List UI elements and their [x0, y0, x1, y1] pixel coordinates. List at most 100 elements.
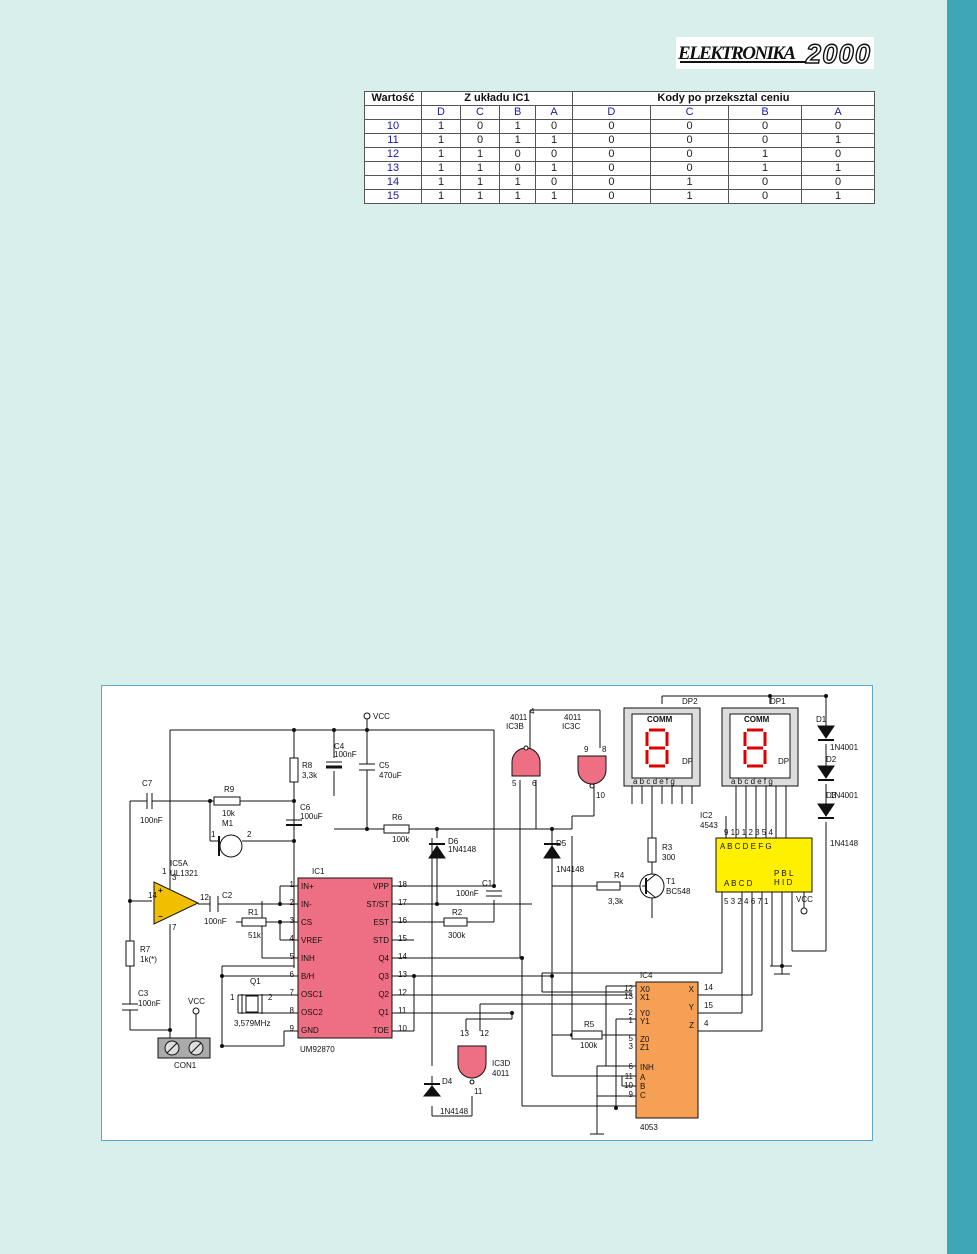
diode-d5: D5 1N4148 [543, 839, 585, 874]
svg-text:R5: R5 [584, 1020, 595, 1029]
nand-gate-ic3c: 4011 IC3C 9 8 10 [562, 713, 607, 800]
svg-text:1k(*): 1k(*) [140, 955, 157, 964]
svg-text:2: 2 [268, 993, 273, 1002]
bit-cell: 0 [535, 147, 573, 162]
svg-text:2: 2 [247, 830, 252, 839]
bit-cell: 0 [571, 119, 651, 134]
bit-cell: 1 [535, 133, 573, 148]
svg-text:13: 13 [460, 1029, 469, 1038]
svg-text:IC5A: IC5A [170, 859, 188, 868]
svg-text:−: − [158, 912, 163, 921]
svg-text:300: 300 [662, 853, 676, 862]
bit-cell: 1 [421, 133, 461, 148]
svg-text:R8: R8 [302, 761, 313, 770]
svg-text:6: 6 [532, 779, 537, 788]
bit-cell: 1 [498, 133, 537, 148]
ic4-pin-number: 14 [704, 983, 713, 992]
ic1-pin-name: OSC1 [301, 990, 323, 999]
resistor-r1: R1 51k [241, 908, 267, 940]
table-subheader-row: D C B A D C B A [364, 105, 875, 120]
ic1-pin-number: 9 [290, 1024, 295, 1033]
svg-text:1N4001: 1N4001 [830, 743, 859, 752]
svg-text:D2: D2 [826, 755, 837, 764]
resistor-r5: R5 100k [571, 1020, 603, 1050]
ic1-pin-name: OSC2 [301, 1008, 323, 1017]
svg-text:IC3D: IC3D [492, 1059, 510, 1068]
svg-text:C6: C6 [300, 803, 311, 812]
ic1-pin-number: 11 [398, 1006, 407, 1015]
ic1-pin-name: Q4 [378, 954, 389, 963]
bit-cell: 0 [649, 119, 730, 134]
resistor-r6: R6 100k [383, 813, 410, 844]
svg-text:100nF: 100nF [138, 999, 161, 1008]
bit-cell: 1 [535, 161, 573, 176]
svg-text:R3: R3 [662, 843, 673, 852]
ic1-pin-name: GND [301, 1026, 319, 1035]
bit-cell: 0 [801, 119, 875, 134]
diode-d3: D3 1N4148 [817, 791, 859, 848]
ic1-pin-labels: IN+1IN-2CS3VREF4INH5B/H6OSC17OSC28GND9VP… [290, 880, 408, 1035]
svg-text:D4: D4 [442, 1077, 453, 1086]
ic1-pin-number: 14 [398, 952, 407, 961]
bit-cell: 0 [649, 133, 730, 148]
svg-text:Q1: Q1 [250, 977, 261, 986]
resistor-r2: R2 300k [443, 908, 468, 940]
bit-cell: 1 [460, 189, 500, 204]
svg-text:9: 9 [584, 745, 589, 754]
capacitor-c1: C1 100nF [456, 879, 502, 898]
svg-text:1N4148: 1N4148 [448, 845, 477, 854]
bit-cell: 0 [498, 161, 537, 176]
logo-text-left: ELEKTRONIKA [677, 43, 796, 64]
svg-text:IC3C: IC3C [562, 722, 580, 731]
svg-text:R2: R2 [452, 908, 463, 917]
svg-text:3,3k: 3,3k [608, 897, 624, 906]
bit-cell: 0 [728, 189, 803, 204]
svg-text:COMM: COMM [647, 715, 673, 724]
subheader-cell: C [649, 105, 730, 120]
bit-cell: 0 [571, 133, 651, 148]
opamp-ic5a: + − IC5A UL1321 14 3 12 7 1 [148, 859, 209, 932]
ic1-pin-number: 8 [290, 1006, 295, 1015]
bit-cell: 1 [421, 147, 461, 162]
svg-text:a b c d e f g: a b c d e f g [633, 777, 675, 786]
svg-text:C1: C1 [482, 879, 493, 888]
svg-text:5 3 2 4 6 7 1: 5 3 2 4 6 7 1 [724, 897, 769, 906]
capacitor-c3: C3 100nF [122, 989, 161, 1016]
svg-text:VCC: VCC [796, 895, 813, 904]
ic1-pin-number: 16 [398, 916, 407, 925]
ic4-pin-name: Y0 [640, 1009, 650, 1018]
bit-cell: 0 [728, 119, 803, 134]
svg-text:IC1: IC1 [312, 867, 325, 876]
ic1-pin-number: 7 [290, 988, 295, 997]
ic1-pin-name: B/H [301, 972, 315, 981]
ic1-pin-name: TOE [373, 1026, 389, 1035]
svg-text:CON1: CON1 [174, 1061, 197, 1070]
subheader-cell: B [728, 105, 803, 120]
transistor-t1: T1 BC548 [639, 873, 691, 899]
ic4-pin-number: 15 [704, 1001, 713, 1010]
resistor-r8: R8 3,3k [289, 757, 318, 783]
svg-text:DP: DP [778, 757, 789, 766]
svg-text:100k: 100k [580, 1041, 598, 1050]
svg-text:VCC: VCC [188, 997, 205, 1006]
svg-text:100k: 100k [392, 835, 410, 844]
code-table: Wartość Z układu IC1 Kody po przeksztal … [364, 91, 876, 204]
svg-text:4543: 4543 [700, 821, 718, 830]
svg-text:4011: 4011 [510, 713, 528, 722]
svg-text:300k: 300k [448, 931, 466, 940]
svg-text:12: 12 [200, 893, 209, 902]
bit-cell: 0 [460, 119, 500, 134]
ic4-pin-name: Y1 [640, 1017, 650, 1026]
ic1-pin-name: ST/ST [366, 900, 389, 909]
ic1-pin-number: 17 [398, 898, 407, 907]
svg-text:A B C D E F G: A B C D E F G [720, 842, 772, 851]
bit-cell: 0 [535, 175, 573, 190]
bit-cell: 1 [535, 189, 573, 204]
subheader-cell: D [571, 105, 651, 120]
bit-cell: 0 [535, 119, 573, 134]
svg-text:R7: R7 [140, 945, 151, 954]
resistor-r3: R3 300 [647, 837, 676, 863]
